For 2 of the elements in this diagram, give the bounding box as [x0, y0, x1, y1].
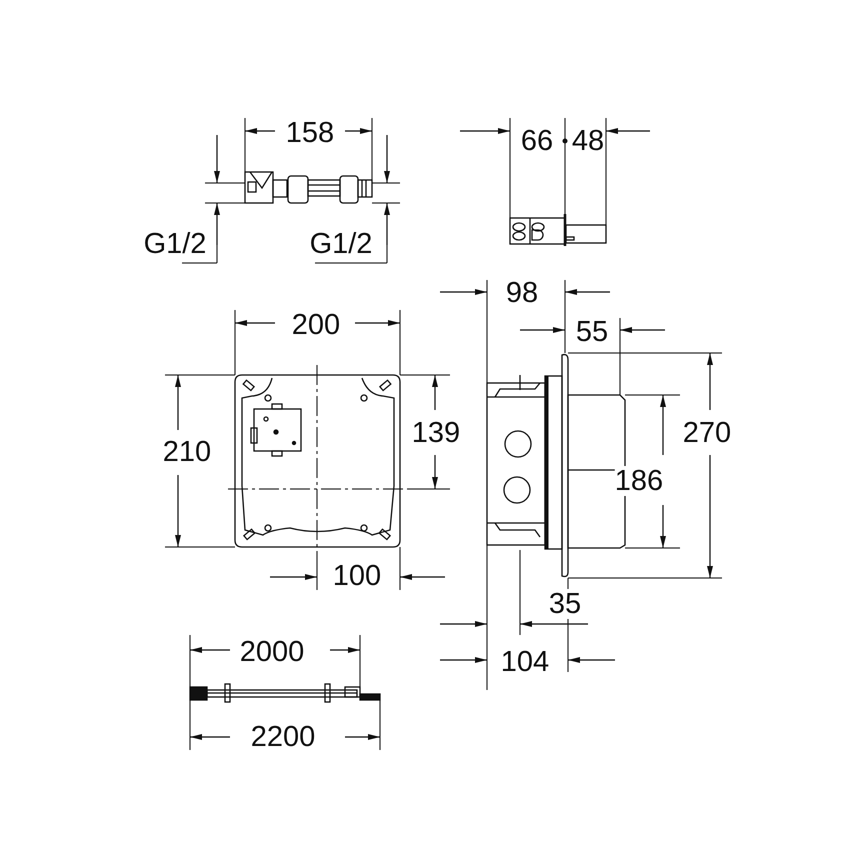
dimension-value: 186	[614, 466, 664, 496]
dimension-value: 35	[548, 589, 582, 619]
